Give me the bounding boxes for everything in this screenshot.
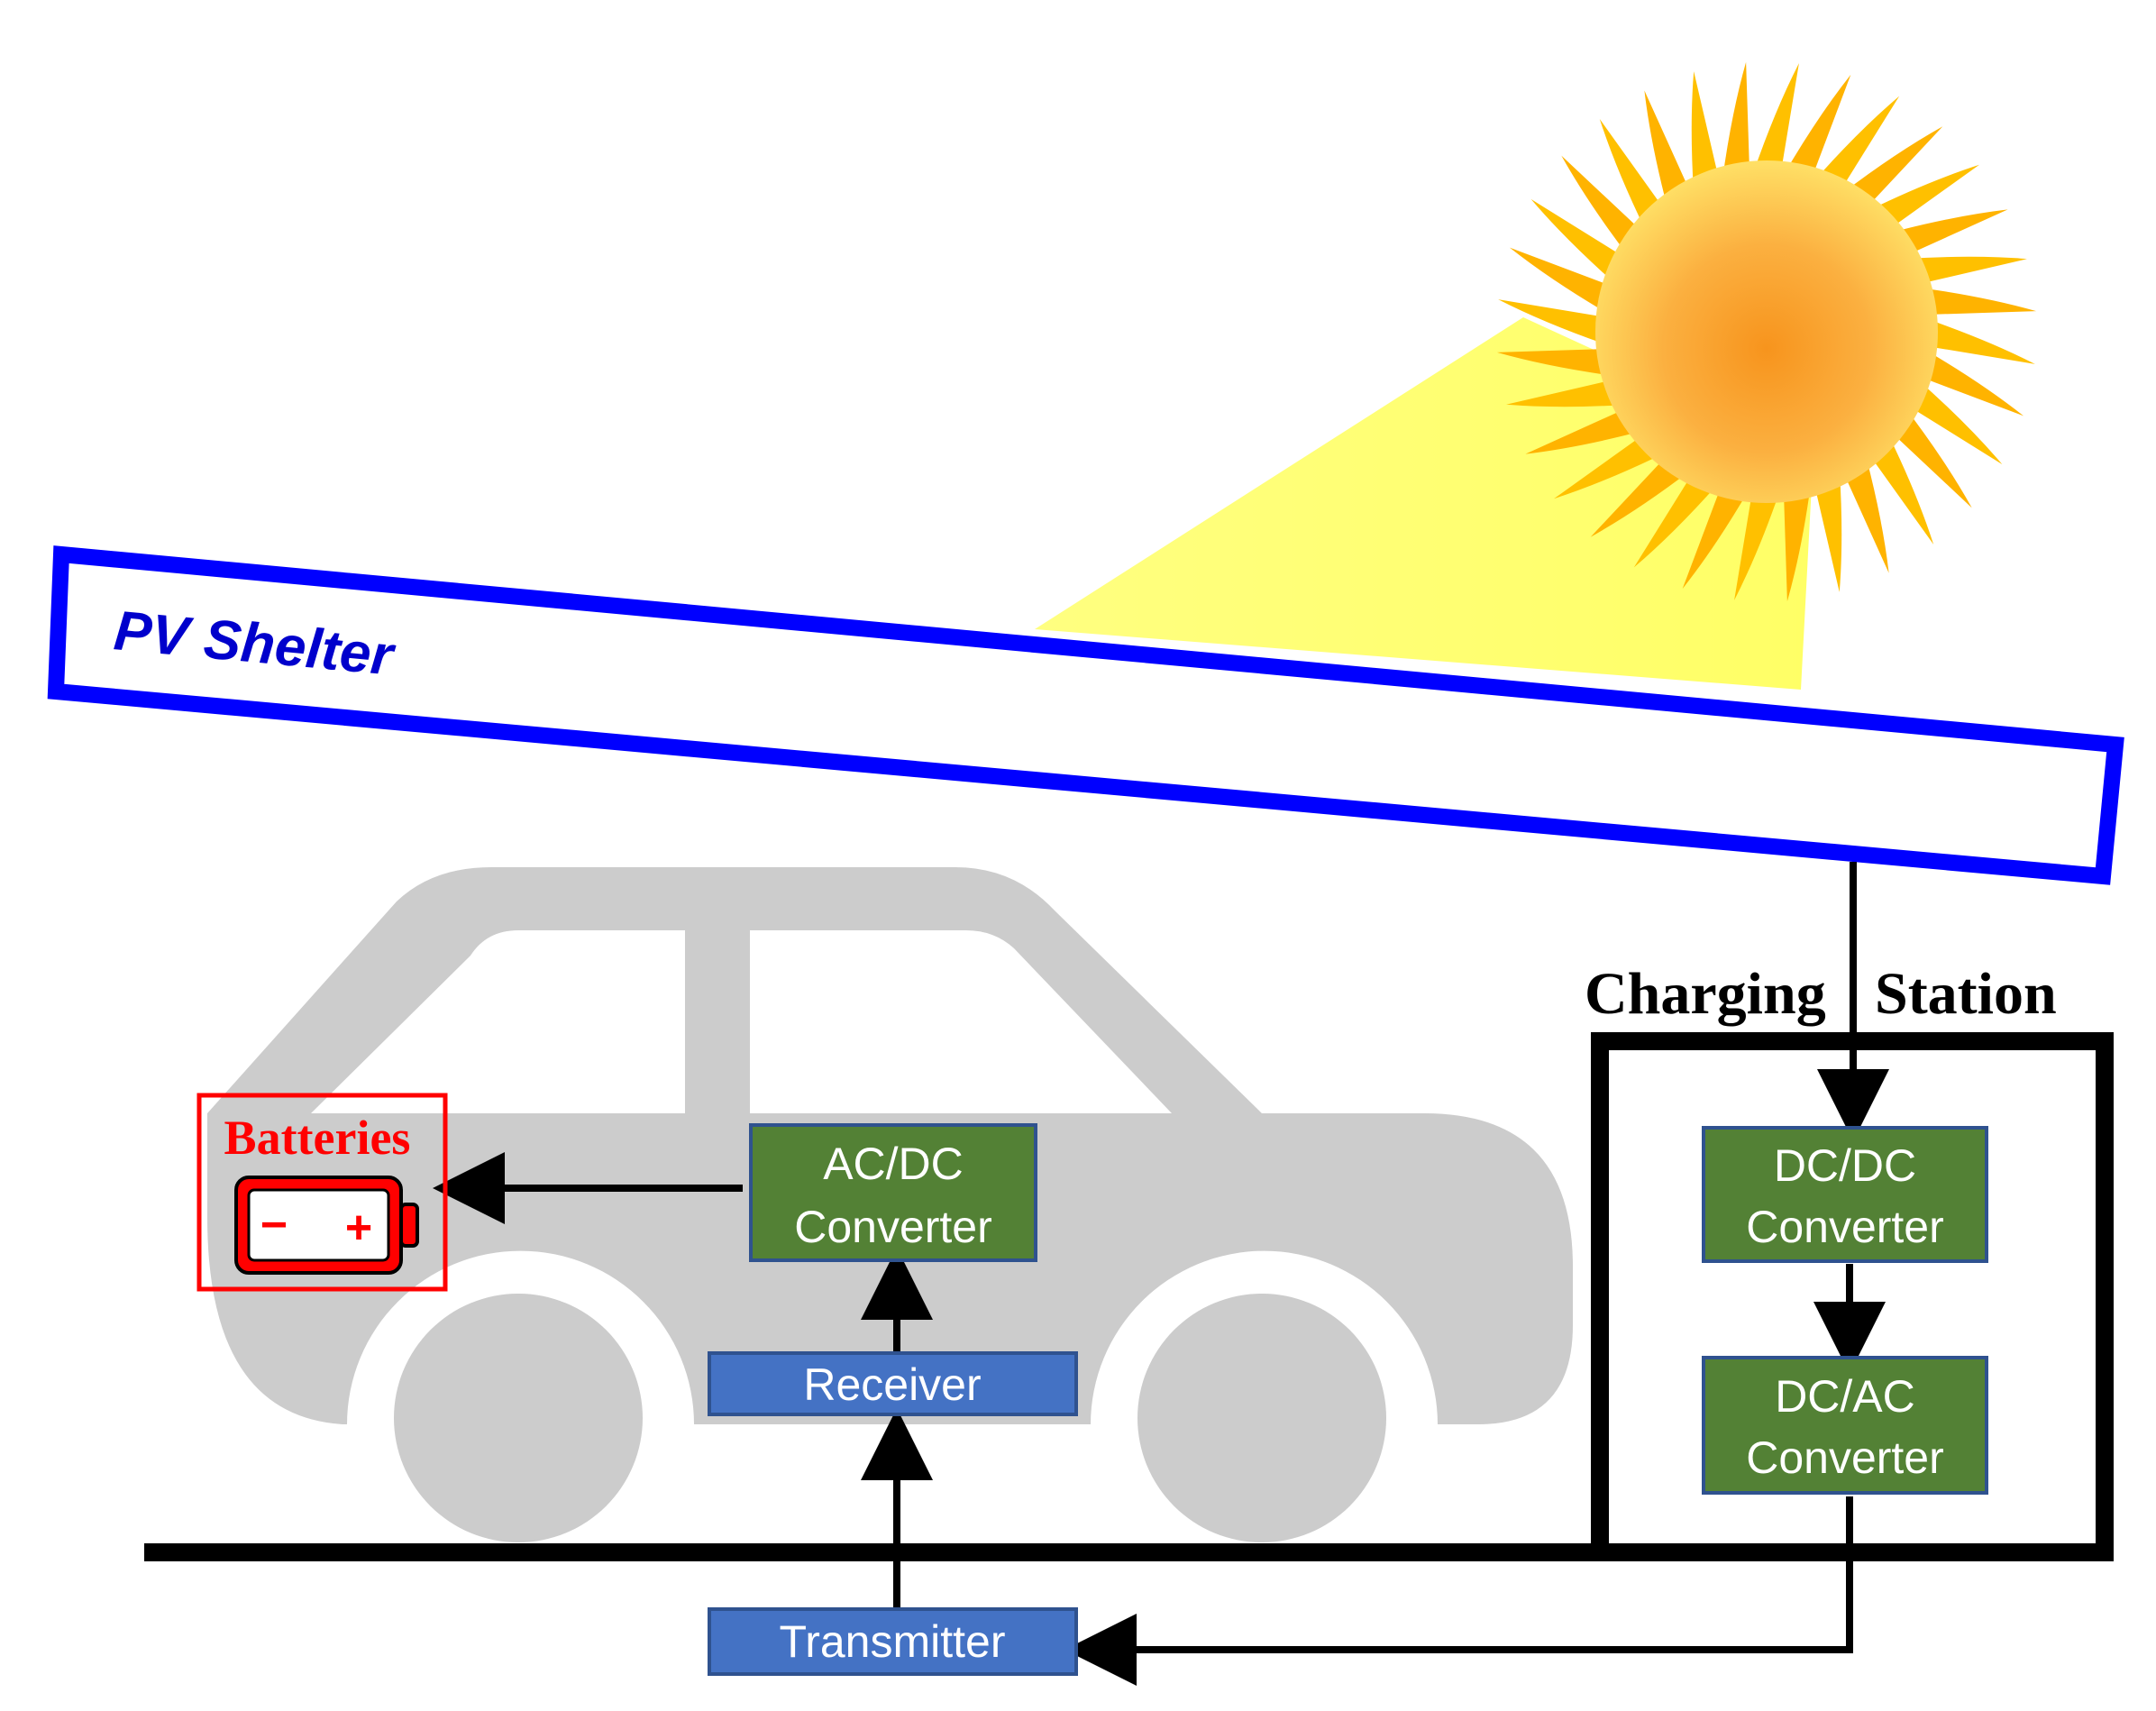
sun-ray: [1868, 164, 1980, 231]
battery-minus-sign: −: [260, 1199, 288, 1251]
battery-plus-sign: +: [345, 1202, 372, 1254]
batteries: Batteries − +: [196, 1093, 448, 1292]
sun-ray: [1509, 247, 1616, 316]
sun-ray: [1842, 454, 1889, 573]
dcdc-converter-block: DC/DC Converter: [1702, 1126, 1988, 1263]
sun-ray: [1783, 74, 1851, 181]
dcac-to-transmitter-arrow: [1064, 1496, 1853, 1686]
sun-ray: [1889, 407, 1972, 508]
charging-station-label-left: Charging: [1585, 961, 1826, 1027]
transmitter-label: Transmitter: [780, 1616, 1006, 1667]
sun-ray: [1917, 287, 2037, 316]
sun-ray: [1889, 209, 2008, 256]
sun-ray: [1498, 299, 1610, 346]
receiver-block: Receiver: [708, 1351, 1078, 1416]
sun-ray: [1813, 471, 1842, 592]
sun-ray: [1813, 96, 1900, 192]
sun-ray: [1868, 433, 1934, 545]
receiver-label: Receiver: [803, 1359, 981, 1410]
pv-shelter: PV Shelter: [47, 545, 2124, 885]
sun-ray: [1923, 317, 2035, 364]
sun-ray: [1599, 118, 1666, 231]
dcac-converter-block: DC/AC Converter: [1702, 1356, 1988, 1495]
sun-ray: [1906, 256, 2027, 285]
sun-icon: [1496, 61, 2037, 602]
acdc-converter-line2: Converter: [794, 1202, 992, 1252]
sun-ray: [1752, 63, 1799, 175]
sun-ray: [1633, 471, 1720, 568]
dcac-converter-line2: Converter: [1746, 1432, 1944, 1483]
battery-icon: − +: [234, 1176, 419, 1275]
acdc-converter-block: AC/DC Converter: [749, 1123, 1037, 1262]
charging-station-label-right: Station: [1875, 961, 2057, 1027]
sun-ray: [1842, 126, 1943, 209]
sun-ray: [1644, 90, 1691, 209]
dcdc-converter-line1: DC/DC: [1774, 1140, 1916, 1191]
sun-ray: [1506, 379, 1627, 407]
acdc-converter-line1: AC/DC: [823, 1139, 964, 1189]
sun-ray: [1590, 454, 1691, 537]
sun-ray: [1682, 482, 1750, 590]
sun-ray: [1553, 433, 1666, 499]
sun-ray: [1691, 71, 1720, 192]
sun-ray: [1496, 348, 1616, 377]
transmitter-block: Transmitter: [708, 1607, 1078, 1676]
sun-ray: [1783, 482, 1812, 602]
dcdc-converter-line2: Converter: [1746, 1202, 1944, 1252]
sun-ray: [1906, 379, 2003, 465]
batteries-label: Batteries: [224, 1111, 411, 1165]
sun-ray: [1530, 198, 1627, 285]
sun-ray: [1561, 155, 1644, 256]
sun-ray: [1525, 407, 1644, 454]
sun-ray: [1917, 348, 2024, 416]
sun-ray: [1734, 489, 1781, 600]
dcac-converter-line1: DC/AC: [1775, 1371, 1915, 1422]
sun-ray: [1722, 61, 1750, 181]
batteries-frame: [196, 1093, 448, 1292]
